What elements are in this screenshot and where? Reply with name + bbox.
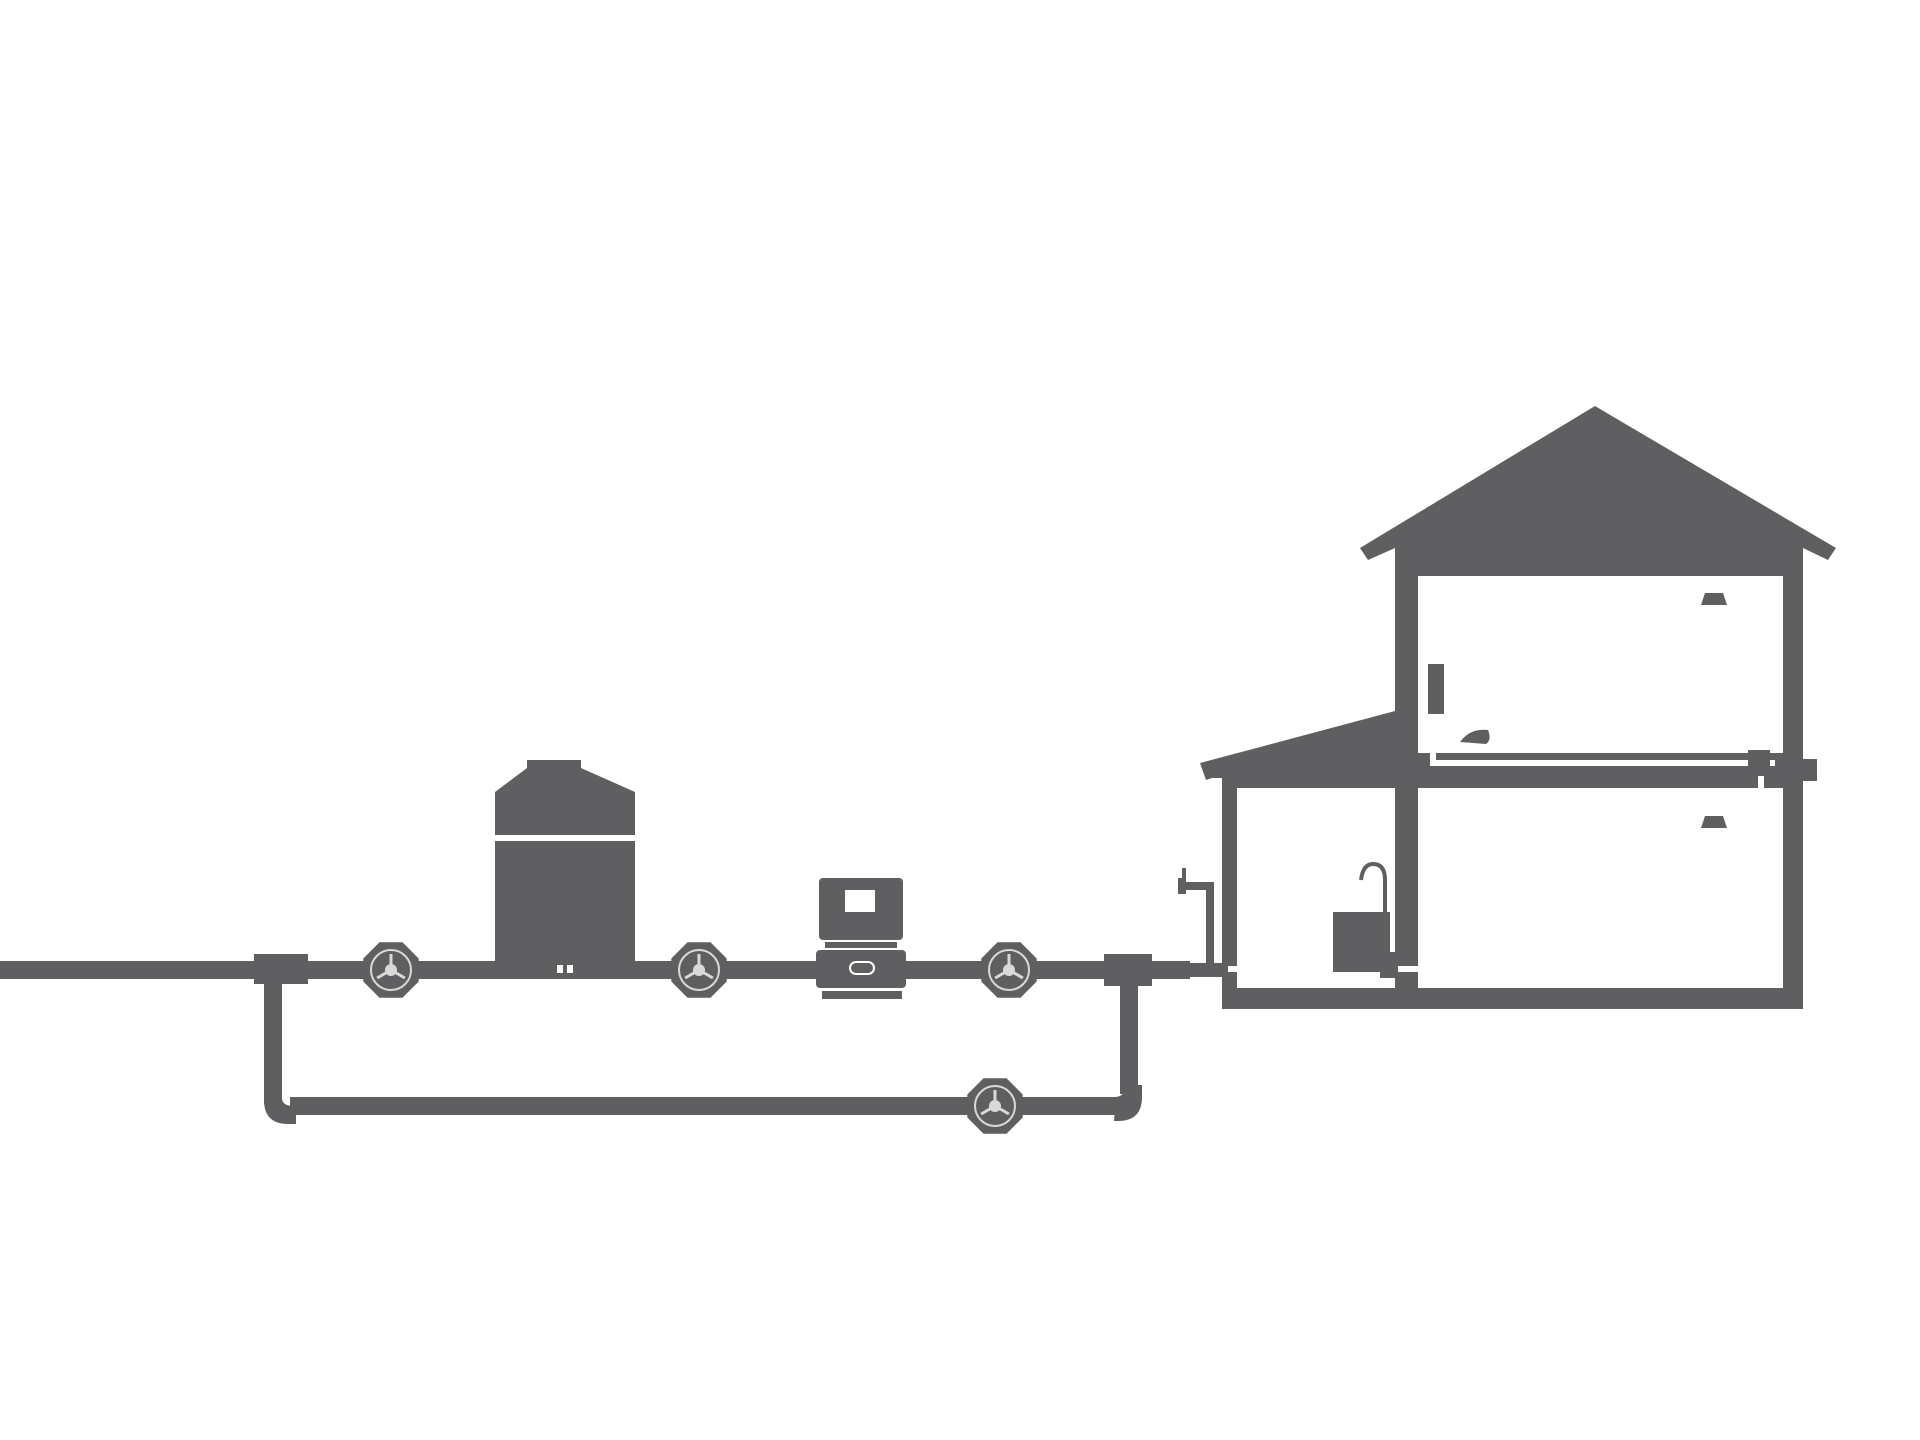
gate-valve-icon	[981, 942, 1037, 998]
upper-room	[1418, 576, 1783, 753]
house-inlet-pipe	[1190, 963, 1230, 977]
lower-right-room	[1418, 788, 1783, 988]
shower-head-upper-icon	[1701, 593, 1727, 605]
bypass-riser-right	[1120, 984, 1138, 1094]
booster-pump	[816, 878, 906, 999]
bypass-pipe	[290, 1097, 1120, 1115]
bypass-elbow-left	[264, 1098, 296, 1124]
bypass-riser-left	[264, 984, 282, 1104]
annex-roof	[1200, 711, 1395, 780]
interior-plumbing	[1228, 588, 1775, 978]
house-roof	[1360, 406, 1836, 560]
gate-valve-icon	[363, 942, 419, 998]
gate-valve-icon	[967, 1078, 1023, 1134]
outdoor-tap	[1178, 868, 1214, 965]
pressure-tank	[495, 760, 635, 979]
tee-fitting-outlet	[1104, 954, 1152, 986]
gate-valve-icon	[671, 942, 727, 998]
tee-fitting-inlet	[254, 954, 308, 984]
toilet-icon	[1428, 664, 1444, 714]
shower-head-lower-icon	[1701, 816, 1727, 828]
